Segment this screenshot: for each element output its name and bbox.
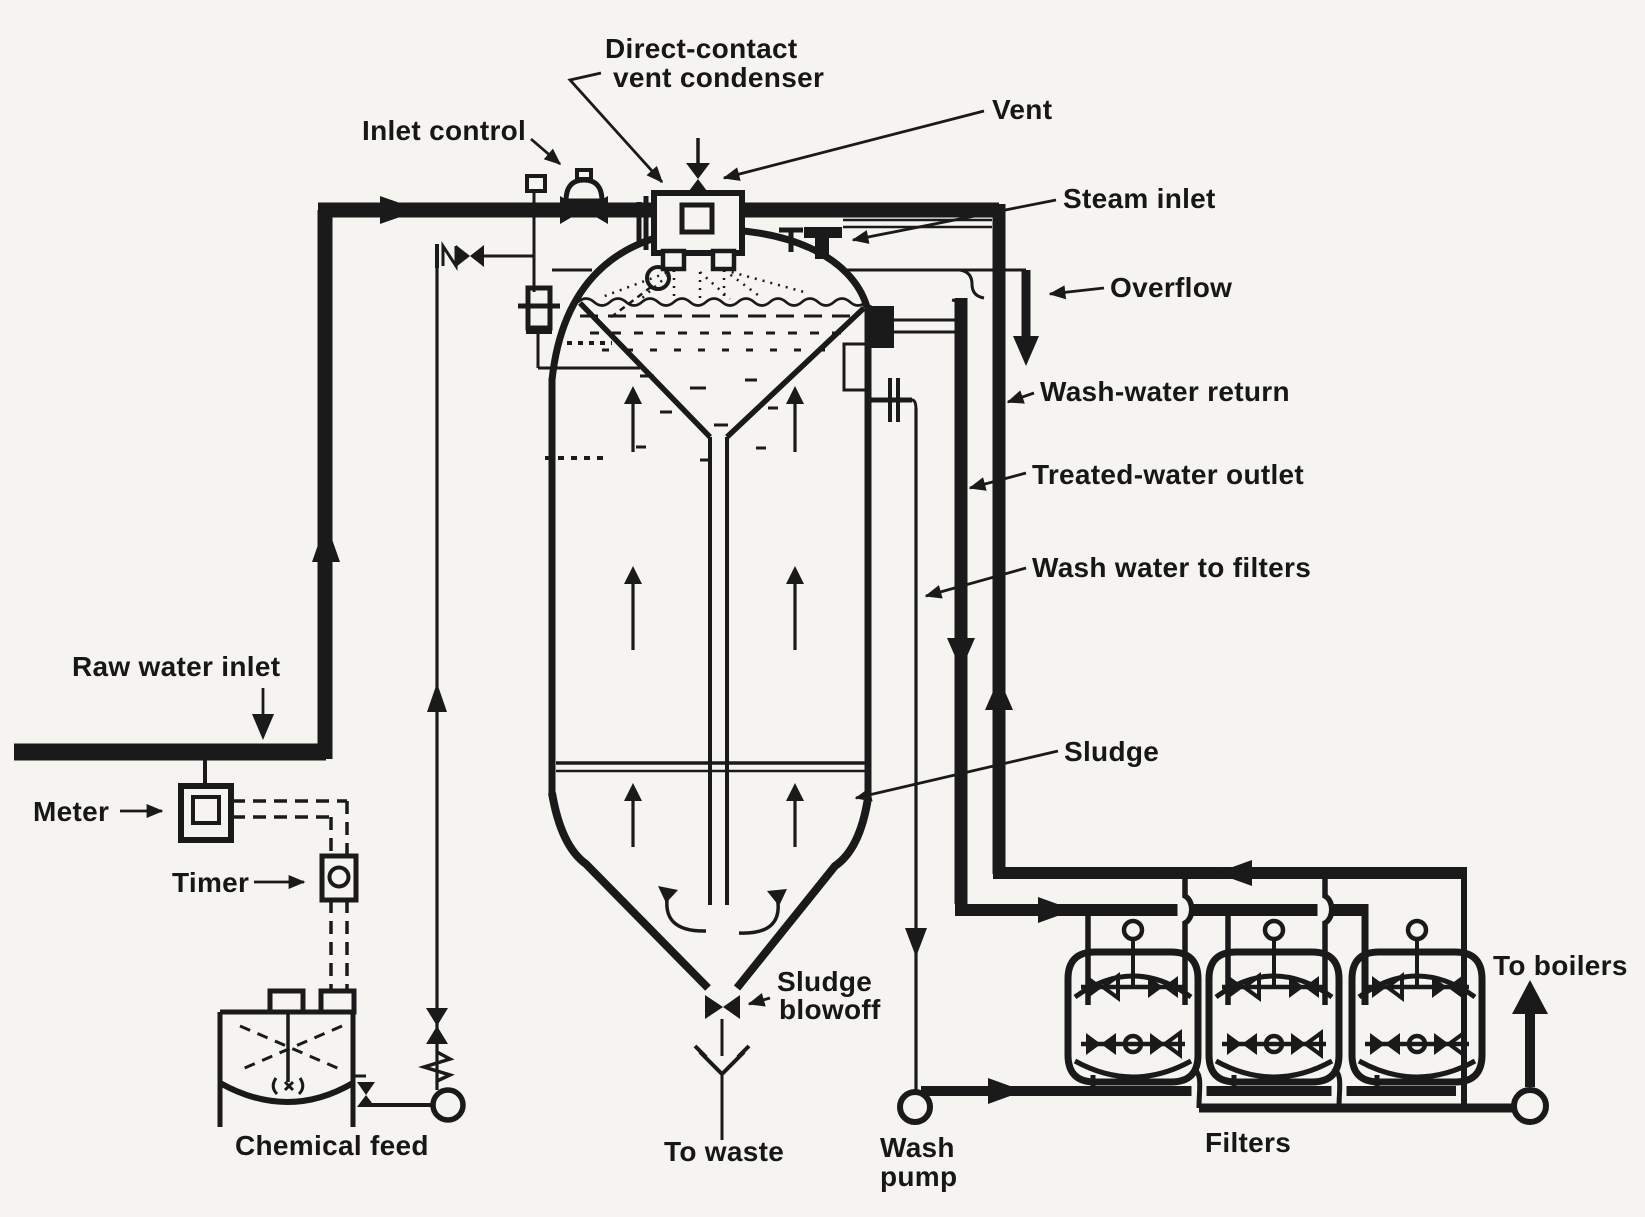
control-signal-dashed	[232, 799, 349, 991]
circulation-arrowhead-left	[658, 886, 678, 903]
chemical-feed-tank	[217, 988, 357, 1127]
overflow-arrowhead	[1013, 336, 1039, 366]
label-vent: Vent	[992, 94, 1052, 125]
level-float	[645, 265, 671, 291]
label-inlet-control: Inlet control	[362, 115, 526, 146]
label-wash-pump-1: Wash	[880, 1132, 955, 1163]
tank-cone-right	[733, 797, 872, 991]
dome-nozzle	[779, 227, 803, 252]
water-dashes	[545, 314, 860, 462]
label-filters: Filters	[1205, 1127, 1291, 1158]
agitator-icon	[271, 1077, 305, 1096]
equalizer-line	[536, 268, 640, 370]
label-leaders	[120, 71, 1105, 1007]
metering-controls	[178, 760, 359, 991]
treated-outlet-tee	[894, 318, 958, 334]
sludge-blowoff-assembly	[693, 995, 751, 1140]
float-link-dashed	[609, 286, 652, 319]
tank-fittings	[518, 268, 958, 422]
label-timer: Timer	[172, 867, 249, 898]
label-meter: Meter	[33, 796, 109, 827]
spray-pattern	[601, 268, 805, 301]
softener-tank	[545, 226, 872, 991]
filters-assembly	[921, 867, 1549, 1125]
inlet-control-valve-icon	[525, 168, 608, 292]
vent-valve-icon	[686, 138, 710, 195]
condenser-inner-box	[679, 202, 715, 235]
to-boilers-arrowhead	[1512, 980, 1548, 1014]
labels: Direct-contact vent condenser Inlet cont…	[33, 33, 1628, 1192]
mixer-blades-dashed	[239, 1024, 343, 1072]
label-treated-water-outlet: Treated-water outlet	[1032, 459, 1304, 490]
label-chemical-feed: Chemical feed	[235, 1130, 429, 1161]
label-sludge-blowoff-2: blowoff	[779, 994, 881, 1025]
chamber-cap	[526, 326, 552, 334]
label-wash-pump-2: pump	[880, 1161, 957, 1192]
label-overflow: Overflow	[1110, 272, 1232, 303]
steam-inlet-nozzle	[804, 227, 842, 259]
label-vent-condenser-1: Direct-contact	[605, 33, 797, 64]
blowoff-valve-icon-2	[723, 995, 740, 1019]
chemical-feed-system	[217, 240, 534, 1127]
tank-cone-left	[548, 792, 711, 991]
filter2-wash-hop	[1322, 874, 1335, 1005]
chemical-line-valve-icon	[435, 240, 534, 272]
filter1-wash-hop	[1182, 874, 1195, 1005]
timer-dial	[327, 865, 351, 889]
raw-water-pointer-arrowhead	[252, 714, 274, 740]
label-steam-inlet: Steam inlet	[1063, 183, 1216, 214]
downcomer-tube	[708, 437, 729, 905]
boiler-pump-icon	[1511, 1087, 1549, 1125]
chemical-pump-valves	[418, 1008, 455, 1083]
circulation-arrow-left	[665, 892, 707, 933]
label-wash-water-return: Wash-water return	[1040, 376, 1290, 407]
internal-funnel	[578, 301, 866, 440]
label-sludge-blowoff-1: Sludge	[777, 966, 872, 997]
condenser-flange	[636, 196, 649, 250]
meter-box	[178, 783, 234, 843]
label-vent-condenser-2: vent condenser	[613, 62, 824, 93]
flow-arrows	[312, 196, 1252, 1104]
treated-outlet-fitting	[866, 306, 894, 348]
vent-condenser-assembly	[601, 138, 842, 301]
label-sludge: Sludge	[1064, 736, 1159, 767]
overflow-trap	[951, 268, 985, 313]
wash-outlet-flanges	[888, 378, 900, 422]
label-to-boilers: To boilers	[1493, 950, 1628, 981]
internal-collector	[842, 342, 872, 392]
chemical-pump-icon	[430, 1087, 466, 1123]
spray-nozzle-left	[660, 248, 687, 272]
label-raw-water-inlet: Raw water inlet	[72, 651, 280, 682]
meter-dial	[191, 795, 221, 825]
label-wash-water-to-filters: Wash water to filters	[1032, 552, 1311, 583]
label-to-waste: To waste	[664, 1136, 784, 1167]
spray-nozzle-right	[710, 248, 737, 272]
circulation-arrow-right	[738, 895, 780, 935]
circulation-arrowhead-right	[767, 889, 787, 906]
main-piping	[14, 202, 1464, 1092]
water-surface	[577, 297, 867, 307]
wash-pump-icon	[897, 1089, 933, 1125]
upflow-arrows	[624, 386, 804, 847]
timer-box	[319, 853, 359, 903]
blowoff-valve-icon	[705, 995, 723, 1019]
